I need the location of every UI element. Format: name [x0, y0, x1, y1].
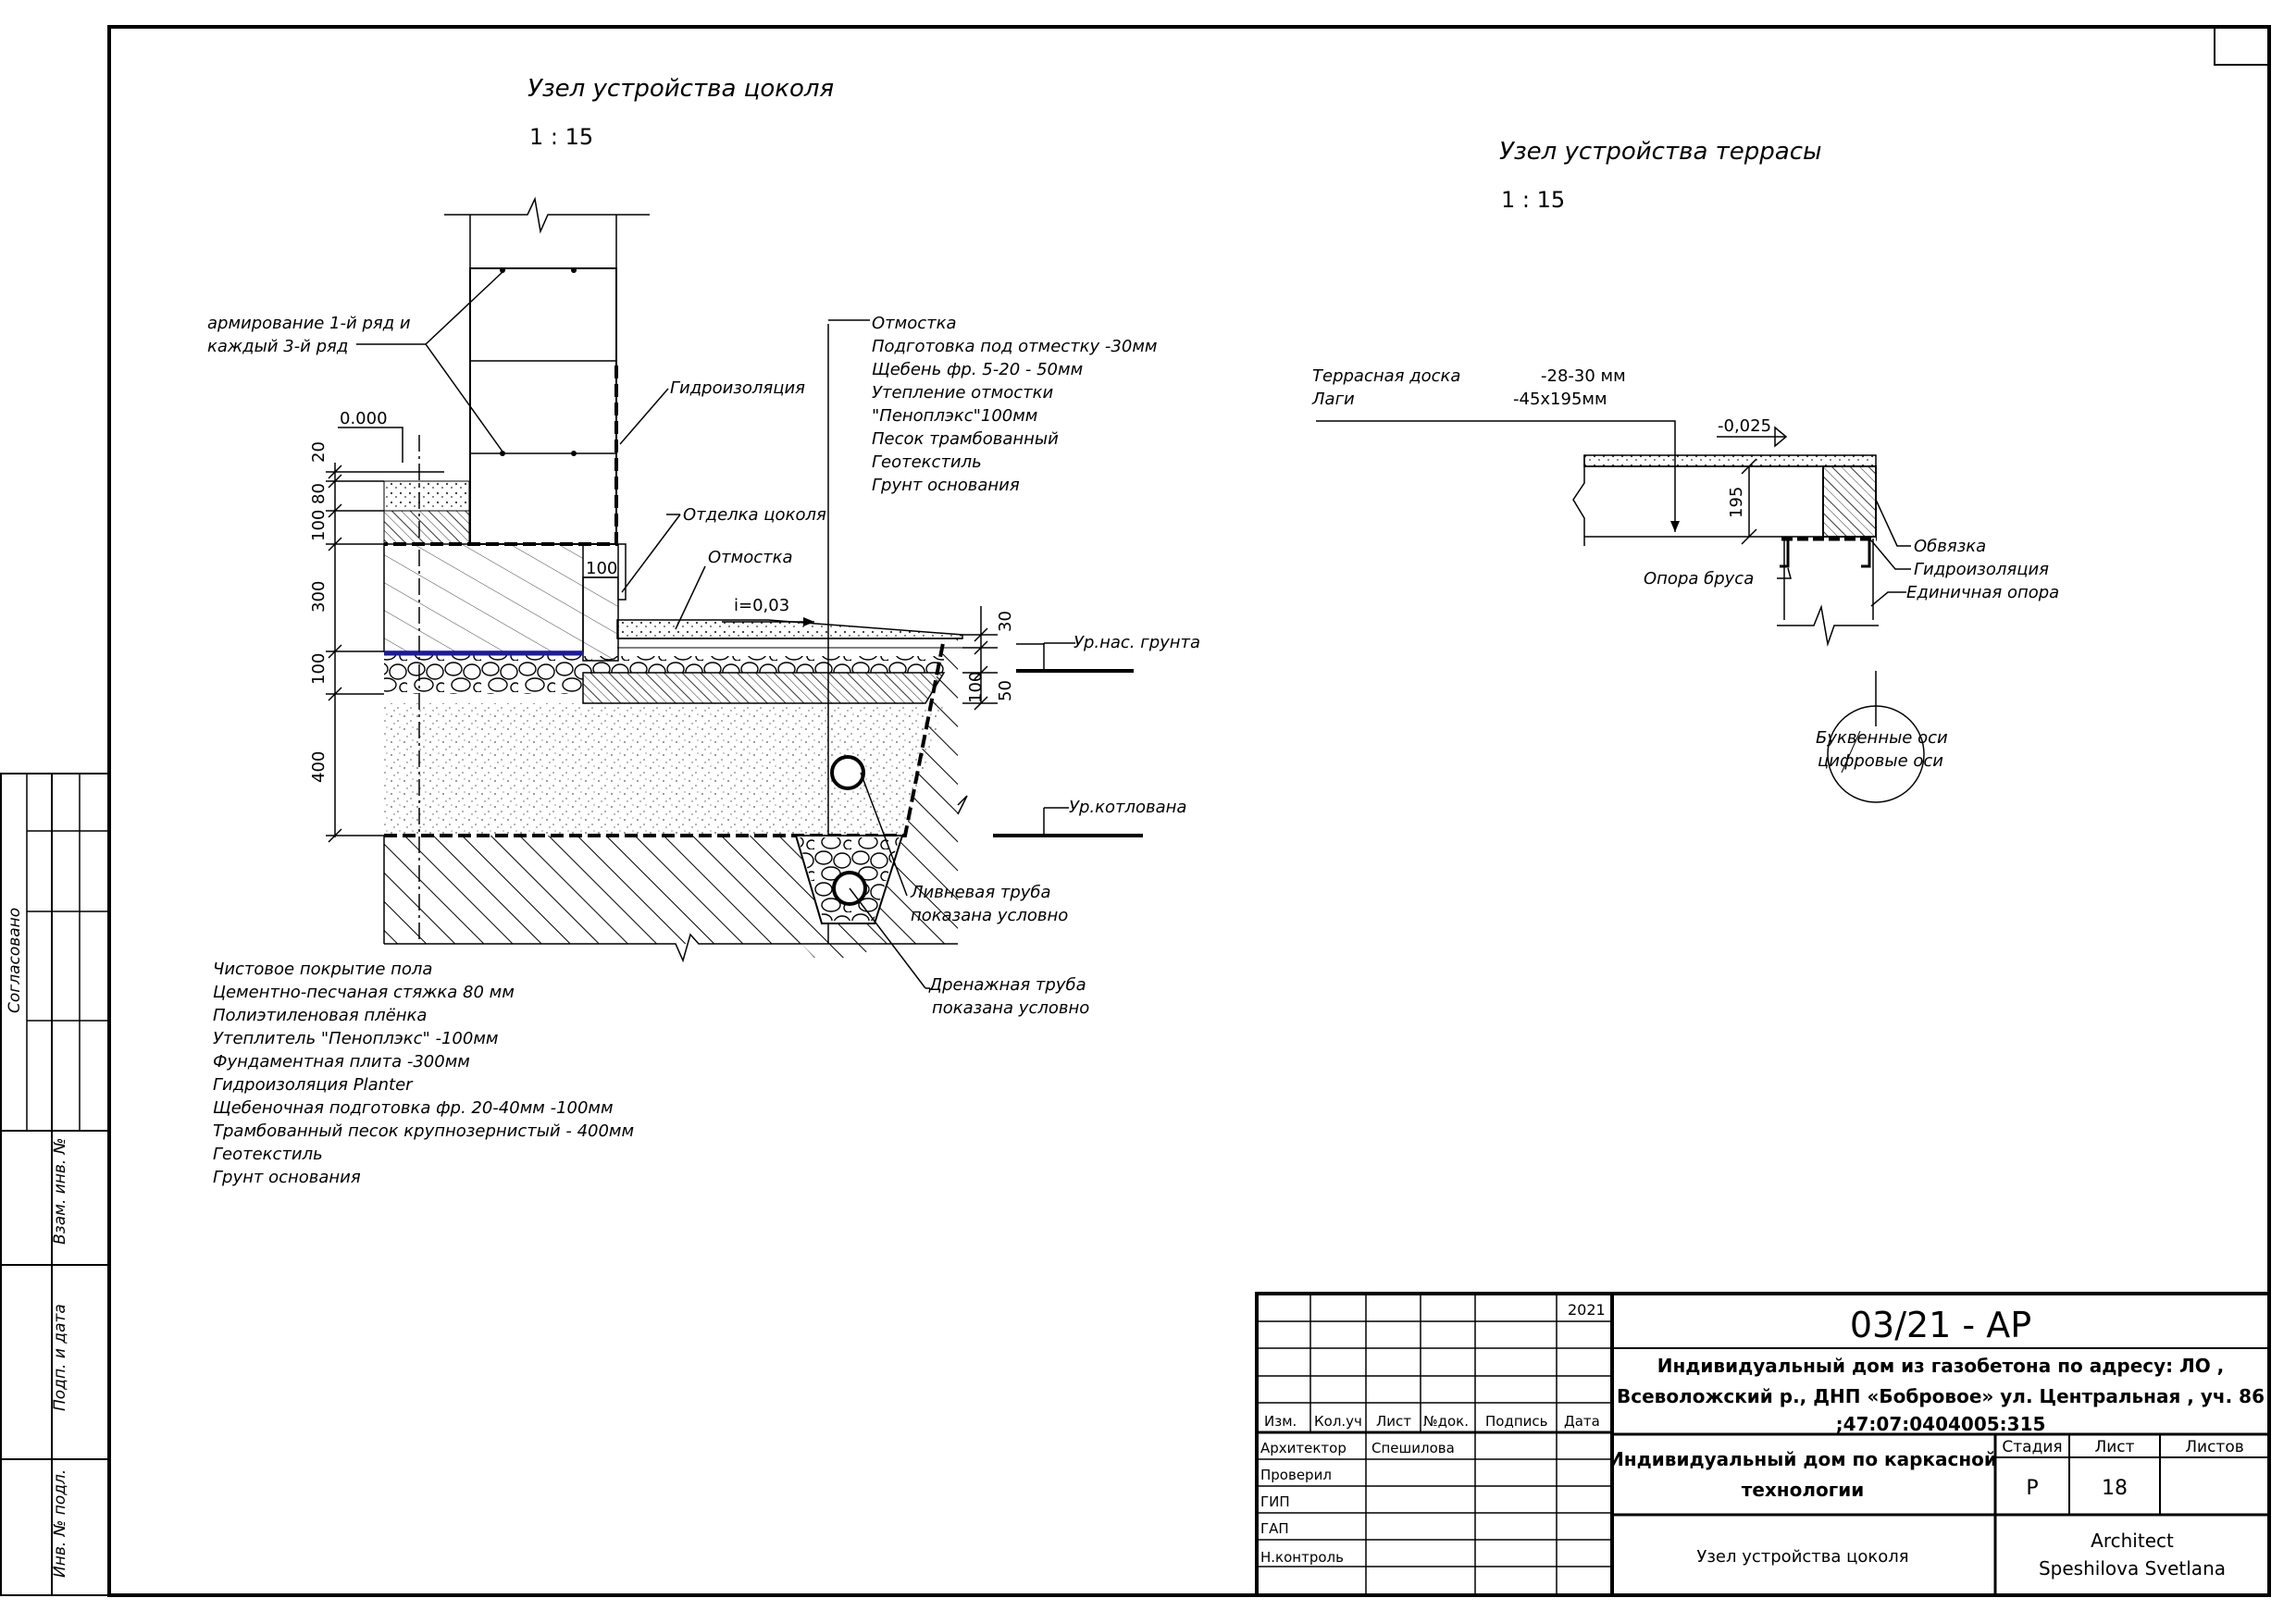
svg-text:Щебень фр. 5-20 - 50мм: Щебень фр. 5-20 - 50мм [872, 360, 1083, 379]
svg-text:Подготовка под отместку -30мм: Подготовка под отместку -30мм [872, 337, 1157, 356]
reinforcement-label-1: армирование 1-й ряд и [207, 314, 411, 333]
role-checked: Проверил [1260, 1467, 1332, 1483]
side-stamp: Согласовано Взам. инв. № Подп. и дата Ин… [0, 773, 110, 1596]
level-label: -0,025 [1718, 416, 1771, 436]
svg-text:Грунт основания: Грунт основания [872, 476, 1020, 495]
dim-100b: 100 [309, 653, 329, 685]
joists-label: Лаги [1311, 390, 1355, 409]
svg-text:Трамбованный песок крупнозерни: Трамбованный песок крупнозернистый - 400… [213, 1121, 634, 1141]
foundation-section: 20 80 100 300 100 400 100 30 100 50 [309, 196, 1143, 963]
storm-pipe-label-2: показана условно [911, 906, 1068, 925]
svg-text:Чистовое покрытие пола: Чистовое покрытие пола [213, 960, 432, 979]
dim-400: 400 [309, 751, 329, 783]
agreed-label: Согласовано [6, 908, 24, 1013]
dim-100a: 100 [309, 510, 329, 541]
dim-100-top: 100 [586, 559, 617, 578]
left-detail-title: Узел устройства цоколя [527, 75, 834, 103]
svg-text:Полиэтиленовая плёнка: Полиэтиленовая плёнка [213, 1006, 427, 1025]
axes-note-1: Буквенные оси [1816, 728, 1948, 748]
title-block: 2021 Изм. Кол.уч Лист №док. Подпись Дата… [1255, 1292, 2271, 1597]
pit-level-label: Ур.котлована [1069, 798, 1186, 817]
svg-text:Цементно-песчаная стяжка 80 м: Цементно-песчаная стяжка 80 мм [213, 983, 515, 1002]
corner-box [2214, 26, 2270, 66]
joists-size: -45x195мм [1513, 390, 1607, 409]
svg-text:Геотекстиль: Геотекстиль [213, 1145, 323, 1164]
sheet-title: Узел устройства цоколя [1696, 1547, 1908, 1567]
project-line-1: Индивидуальный дом из газобетона по адре… [1657, 1355, 2225, 1377]
drain-pipe-label-1: Дренажная труба [928, 975, 1086, 995]
dim-30: 30 [996, 611, 1015, 632]
blind-area-layers: Отмостка Подготовка под отместку -30мм Щ… [872, 314, 1157, 495]
level-zero: 0.000 [340, 409, 388, 428]
dim-80: 80 [309, 483, 329, 504]
dim-50: 50 [996, 680, 1015, 701]
firm-line-1: Architect [2091, 1530, 2174, 1552]
role-architect: Архитектор [1260, 1440, 1347, 1456]
svg-text:Геотекстиль: Геотекстиль [872, 452, 982, 472]
role-ncontrol: Н.контроль [1260, 1549, 1344, 1566]
plinth-finish-label: Отделка цоколя [683, 505, 826, 525]
svg-text:Песок трамбованный: Песок трамбованный [872, 429, 1059, 449]
replaced-label: Взам. инв. № [51, 1138, 69, 1245]
stage-label: Стадия [2002, 1438, 2062, 1456]
role-gap: ГАП [1260, 1520, 1289, 1537]
svg-text:Грунт основания: Грунт основания [213, 1168, 361, 1187]
svg-text:Гидроизоляция Planter: Гидроизоляция Planter [213, 1075, 414, 1095]
dim-195: 195 [1727, 487, 1746, 518]
right-detail-title: Узел устройства террасы [1499, 138, 1822, 166]
reinforcement-label-2: каждый 3-й ряд [207, 337, 348, 356]
waterproofing-label: Гидроизоляция [670, 378, 805, 398]
sheet-value: 18 [2102, 1477, 2128, 1500]
svg-text:Отмостка: Отмостка [872, 314, 957, 333]
dim-20: 20 [309, 441, 329, 463]
hdr-ndok: №док. [1423, 1413, 1469, 1430]
dim-300: 300 [309, 581, 329, 613]
drawing-code: 03/21 - АР [1850, 1305, 2031, 1345]
dim-100c: 100 [966, 672, 986, 703]
ground-level-label: Ур.нас. грунта [1074, 633, 1200, 652]
svg-text:"Пеноплэкс"100мм: "Пеноплэкс"100мм [872, 406, 1037, 426]
hdr-list: Лист [1376, 1413, 1411, 1430]
slope-label: i=0,03 [734, 596, 789, 615]
single-support-label: Единичная опора [1906, 583, 2059, 602]
object-line-2: технологии [1742, 1479, 1864, 1501]
axes-note-2: цифровые оси [1818, 751, 1943, 771]
svg-text:Утеплитель "Пеноплэкс" -100мм: Утеплитель "Пеноплэкс" -100мм [213, 1029, 499, 1048]
hdr-podpis: Подпись [1485, 1413, 1547, 1430]
leader-lines [356, 271, 1044, 989]
architect-name: Спешилова [1371, 1440, 1455, 1456]
svg-text:Фундаментная плита -300мм: Фундаментная плита -300мм [213, 1052, 470, 1072]
floor-layers: Чистовое покрытие пола Цементно-песчаная… [213, 960, 634, 1187]
hdr-data: Дата [1564, 1413, 1600, 1430]
beam-support-label: Опора бруса [1644, 569, 1754, 588]
firm-line-2: Speshilova Svetlana [2039, 1557, 2226, 1580]
role-gip: ГИП [1260, 1493, 1290, 1510]
object-line-1: Индивидуальный дом по каркасной [1608, 1448, 1997, 1470]
rt-waterproofing-label: Гидроизоляция [1914, 560, 2049, 579]
hdr-izm: Изм. [1264, 1413, 1297, 1430]
storm-pipe-label-1: Ливневая труба [910, 883, 1051, 902]
right-detail-scale: 1 : 15 [1501, 187, 1565, 213]
stage-value: Р [2026, 1477, 2038, 1500]
svg-text:Щебеночная подготовка фр. 20-4: Щебеночная подготовка фр. 20-40мм -100мм [213, 1098, 614, 1118]
terrace-section: -0,025 195 [1316, 416, 1925, 803]
sheet-label: Лист [2094, 1438, 2134, 1456]
deck-board-size: -28-30 мм [1541, 366, 1626, 386]
signed-label: Подп. и дата [51, 1304, 69, 1411]
project-line-2: Всеволожский р., ДНП «Бобровое» ул. Цент… [1617, 1385, 2265, 1407]
strapping-label: Обвязка [1914, 537, 1986, 556]
left-detail-scale: 1 : 15 [529, 124, 593, 150]
project-line-3: ;47:07:0404005:315 [1836, 1413, 2046, 1435]
sheets-label: Листов [2185, 1438, 2244, 1456]
year: 2021 [1568, 1301, 1606, 1319]
hdr-kolich: Кол.уч [1314, 1413, 1362, 1430]
drain-pipe-label-2: показана условно [932, 998, 1089, 1018]
blind-area-label: Отмостка [708, 548, 793, 567]
svg-text:Утепление отмостки: Утепление отмостки [872, 383, 1053, 403]
original-label: Инв. № подл. [51, 1469, 69, 1578]
deck-board-label: Террасная доска [1312, 366, 1460, 386]
